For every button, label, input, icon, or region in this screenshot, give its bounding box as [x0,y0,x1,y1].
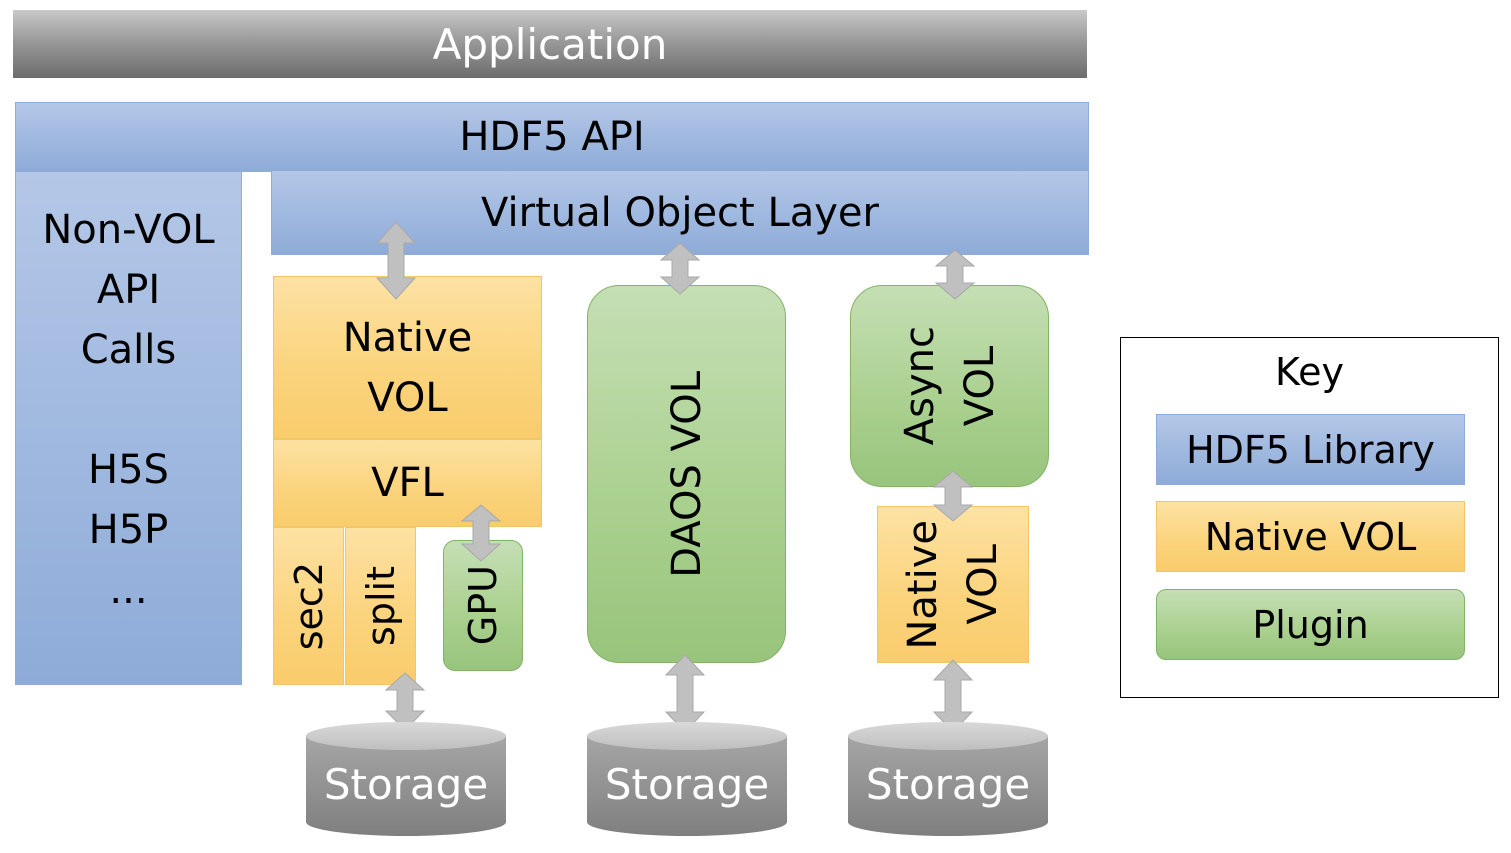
arrow-daos-storage [664,654,706,733]
legend-label-hdf5-library: HDF5 Library [1186,427,1435,472]
storage-cylinder-1 [306,722,506,836]
non-vol-line-3: Calls [80,327,177,373]
legend-item-plugin: Plugin [1156,589,1465,660]
async-native-vol-box: Native VOL [877,506,1029,663]
native-vol-line-2: VOL [367,374,448,421]
arrow-vol-async [934,249,976,300]
gpu-driver-box: GPU [443,540,523,671]
legend-box: Key HDF5 Library Native VOL Plugin [1120,337,1499,698]
vol-layer-label: Virtual Object Layer [481,189,879,236]
legend-item-hdf5-library: HDF5 Library [1156,414,1465,485]
non-vol-line-7: ... [109,567,148,613]
arrow-native-storage [932,659,974,733]
legend-title: Key [1275,350,1344,394]
non-vol-line-2: API [96,267,161,313]
arrow-split-storage [384,672,426,731]
arrow-async-native [932,470,974,522]
non-vol-api-calls-box: Non-VOL API Calls H5S H5P ... [15,171,242,685]
async-vol-box: Async VOL [850,285,1049,487]
storage-label-2: Storage [604,760,770,809]
arrow-vol-daos [659,242,701,295]
vfl-label: VFL [371,460,444,506]
native-vol-line-1: Native [342,314,473,361]
arrow-vol-native [375,221,417,300]
vfl-box: VFL [273,439,542,527]
non-vol-line-6: H5P [88,507,169,553]
application-label: Application [432,19,668,69]
non-vol-line-1: Non-VOL [42,207,215,253]
storage-cylinder-2 [587,722,787,836]
storage-cylinder-3 [848,722,1048,836]
legend-label-plugin: Plugin [1252,602,1369,647]
arrow-vfl-gpu [460,504,502,562]
legend-label-native-vol: Native VOL [1204,514,1417,559]
legend-item-native-vol: Native VOL [1156,501,1465,572]
split-driver-box: split [345,527,416,685]
sec2-driver-box: sec2 [273,527,344,685]
storage-label-1: Storage [323,760,489,809]
storage-label-3: Storage [865,760,1031,809]
hdf5-api-bar: HDF5 API [15,102,1089,172]
native-vol-box: Native VOL [273,276,542,439]
non-vol-line-5: H5S [88,447,169,493]
application-bar: Application [13,10,1087,78]
daos-vol-box: DAOS VOL [587,285,786,663]
hdf5-api-label: HDF5 API [459,114,645,160]
